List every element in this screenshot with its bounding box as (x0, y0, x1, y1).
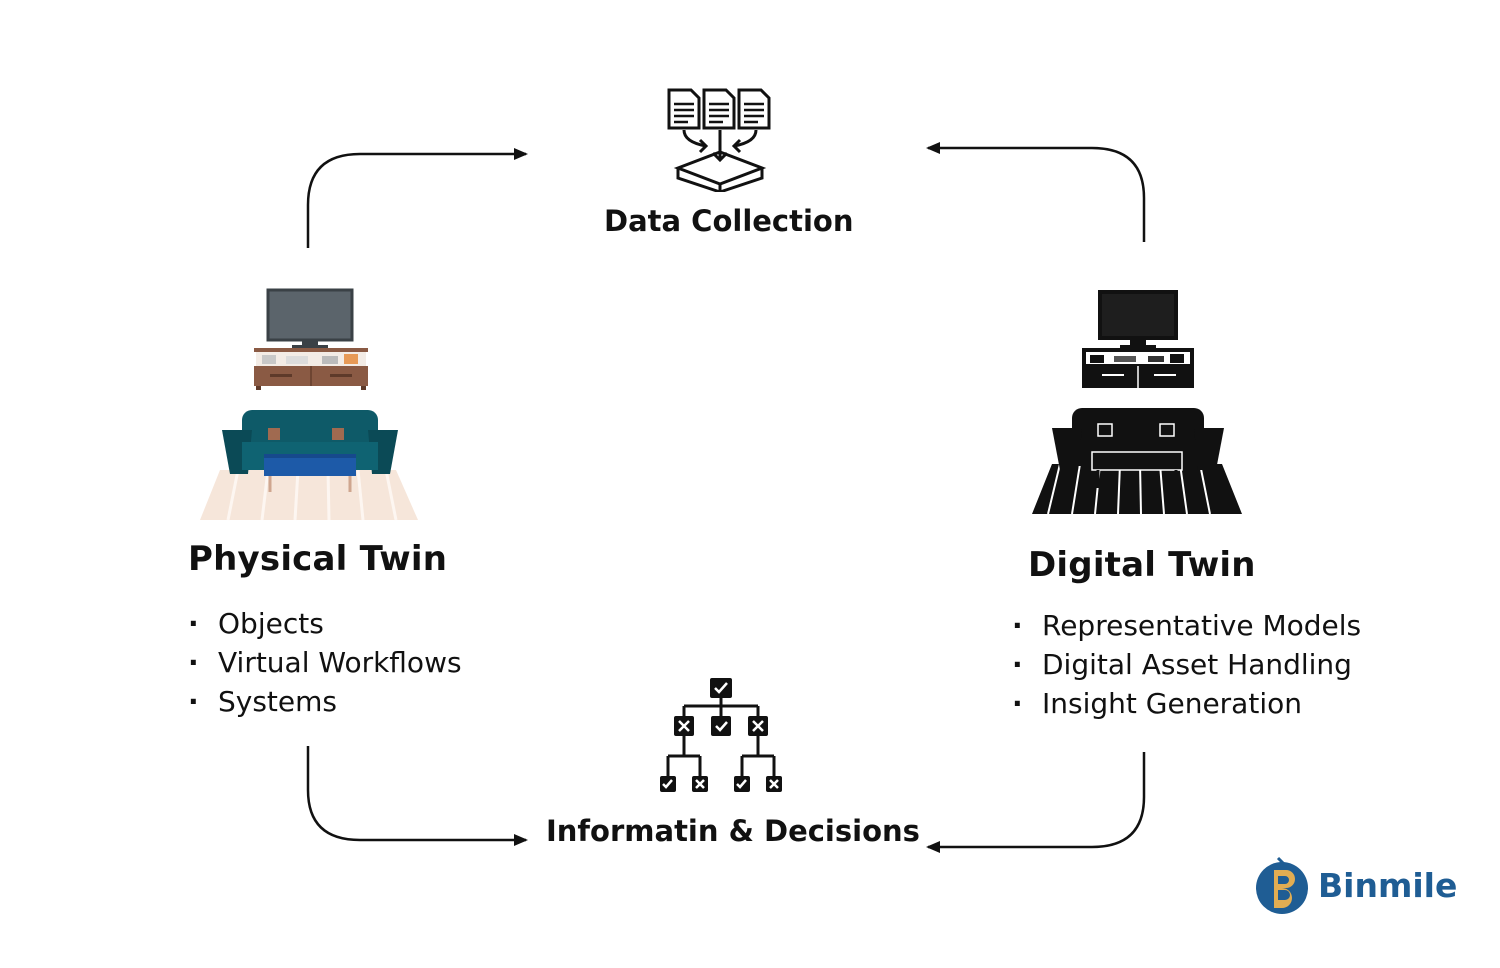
list-item: Representative Models (1012, 606, 1361, 645)
list-item: Objects (188, 604, 462, 643)
documents-to-box-icon (664, 86, 776, 192)
arrow-physical-to-decisions (306, 746, 528, 846)
arrow-digital-to-decisions (926, 752, 1146, 853)
digital-twin-list: Representative Models Digital Asset Hand… (1012, 606, 1361, 723)
living-room-color-icon (198, 288, 422, 524)
list-item: Digital Asset Handling (1012, 645, 1361, 684)
digital-twin-title: Digital Twin (1028, 545, 1256, 585)
living-room-silhouette-icon (1030, 288, 1244, 518)
arrow-physical-to-data (306, 148, 528, 248)
arrow-digital-to-data (926, 142, 1146, 242)
physical-twin-list: Objects Virtual Workflows Systems (188, 604, 462, 721)
binmile-logo-icon (1254, 856, 1310, 918)
information-decisions-label: Informatin & Decisions (546, 814, 920, 848)
list-item: Virtual Workflows (188, 643, 462, 682)
list-item: Insight Generation (1012, 684, 1361, 723)
decision-tree-icon (660, 676, 782, 796)
data-collection-label: Data Collection (604, 204, 854, 238)
brand-name: Binmile (1318, 866, 1458, 905)
list-item: Systems (188, 682, 462, 721)
physical-twin-title: Physical Twin (188, 539, 448, 579)
